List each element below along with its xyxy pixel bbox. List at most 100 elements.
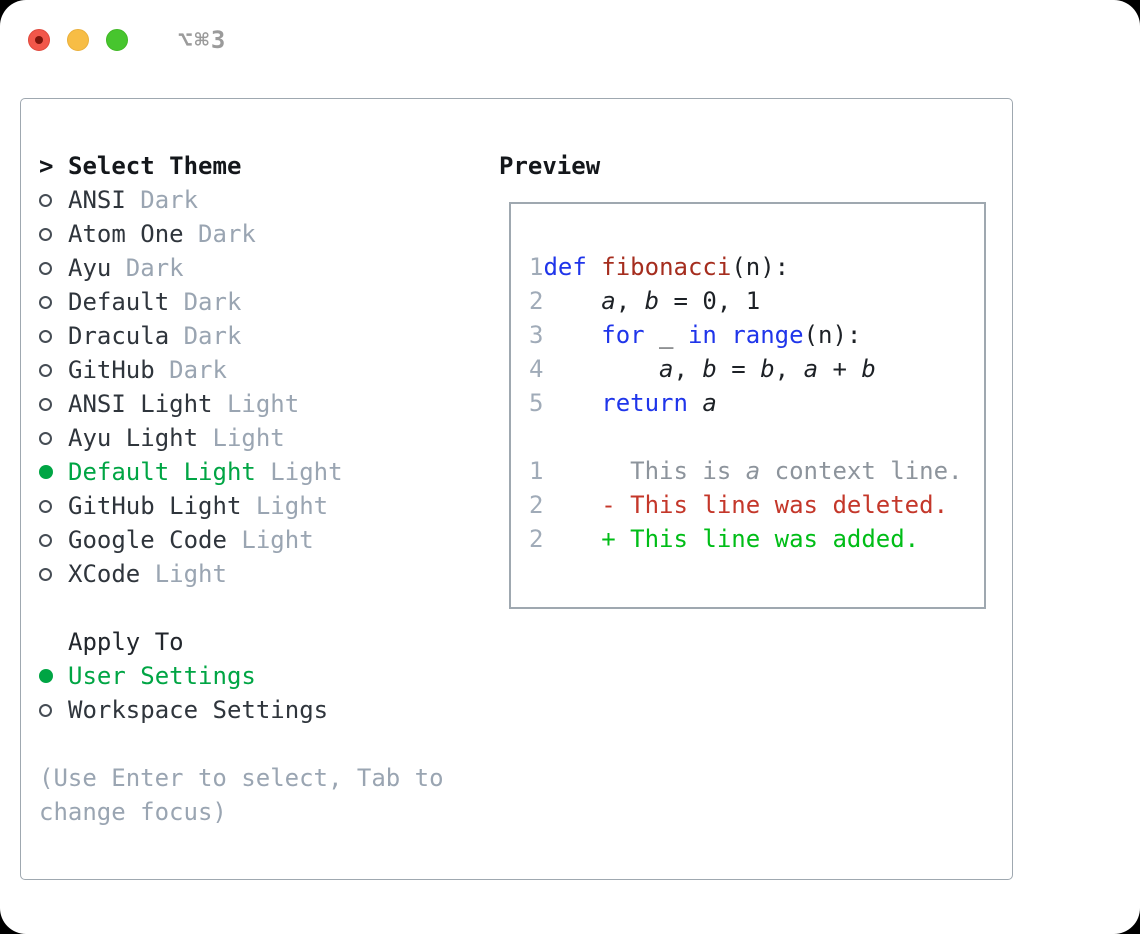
code-line: 4 a, b = b, a + b [529,352,984,386]
theme-option[interactable]: GitHub Light Light [39,489,444,523]
line-number: 4 [529,355,544,383]
line-number: 2 [529,287,544,315]
code-token: for [601,321,645,349]
radio-icon [39,227,52,241]
option-label: GitHub [68,356,155,384]
option-variant-label: Light [198,424,285,452]
code-token [543,389,601,417]
code-line: 3 for _ in range(n): [529,318,984,352]
code-token: - This line was deleted. [543,491,949,519]
code-token: context line. [760,457,963,485]
code-token: a [803,355,819,383]
radio-icon [39,431,52,445]
line-number: 2 [529,525,544,553]
code-token: , [673,355,703,383]
option-label: Google Code [68,526,227,554]
radio-icon [39,397,52,411]
code-line: 5 return a [529,386,984,420]
option-variant-label: Dark [154,356,227,384]
option-variant-label: Light [140,560,227,588]
theme-option[interactable]: XCode Light [39,557,444,591]
option-variant-label: Light [255,458,343,486]
line-number: 5 [529,389,544,417]
code-token: in [687,321,717,349]
theme-option[interactable]: Default Dark [39,285,444,319]
code-token: a [659,355,674,383]
radio-marker [39,261,68,275]
radio-icon [39,329,52,343]
theme-option[interactable]: Ayu Dark [39,251,444,285]
radio-marker [39,363,68,377]
radio-icon [39,363,52,377]
radio-icon [39,261,52,275]
prompt-marker: > [39,152,68,180]
option-variant-label: Light [212,390,300,418]
theme-option[interactable]: ANSI Dark [39,183,444,217]
theme-option[interactable]: Ayu Light Light [39,421,444,455]
radio-icon [39,567,52,581]
code-line: 2 a, b = 0, 1 [529,284,984,318]
radio-marker [39,465,68,479]
code-token: = [716,355,761,383]
code-token [543,355,659,383]
radio-marker [39,703,68,717]
option-label: User Settings [68,662,256,690]
code-token: range [731,321,804,349]
close-dot-icon [35,36,43,44]
option-label: Default Light [68,458,256,486]
code-token: , [774,355,804,383]
code-token [587,253,601,281]
option-label: ANSI Light [68,390,213,418]
zoom-button[interactable] [106,29,128,51]
theme-option[interactable]: Dracula Dark [39,319,444,353]
code-token: , [615,287,645,315]
code-token: This is [543,457,746,485]
option-label: Workspace Settings [68,696,329,724]
apply-to-heading: Apply To [39,625,444,659]
radio-marker [39,295,68,309]
code-token: b [760,355,775,383]
option-label: Default [68,288,170,316]
code-token: a [745,457,761,485]
close-button[interactable] [28,29,50,51]
option-label: Dracula [68,322,170,350]
apply-to-title: Apply To [68,628,184,656]
radio-marker [39,431,68,445]
radio-marker [39,193,68,207]
code-token: def [543,253,587,281]
code-token: b [861,355,876,383]
help-text-line1: (Use Enter to select, Tab to [39,764,444,792]
line-number: 3 [529,321,544,349]
theme-option[interactable]: Atom One Dark [39,217,444,251]
radio-marker [39,533,68,547]
theme-option[interactable]: Default Light Light [39,455,444,489]
code-token: _ [644,321,688,349]
line-number: 1 [529,253,544,281]
radio-marker [39,499,68,513]
option-label: Ayu [68,254,112,282]
theme-option[interactable]: ANSI Light Light [39,387,444,421]
select-theme-heading: > Select Theme [39,149,444,183]
code-token: fibonacci [601,253,732,281]
code-token: a [702,389,717,417]
option-variant-label: Light [226,526,314,554]
code-token: a [601,287,616,315]
option-variant-label: Dark [169,322,242,350]
apply-option[interactable]: Workspace Settings [39,693,444,727]
code-token: (n): [731,253,790,281]
option-label: XCode [68,560,141,588]
radio-icon [39,703,52,717]
blank-line [529,420,984,454]
theme-option[interactable]: Google Code Light [39,523,444,557]
code-line: 1 def fibonacci(n): [529,250,984,284]
theme-option[interactable]: GitHub Dark [39,353,444,387]
code-token: return [601,389,688,417]
spacer [39,727,444,761]
apply-option[interactable]: User Settings [39,659,444,693]
preview-heading: Preview [499,152,601,180]
code-token: b [702,355,717,383]
line-number: 1 [529,457,544,485]
minimize-button[interactable] [67,29,89,51]
option-label: GitHub Light [68,492,242,520]
